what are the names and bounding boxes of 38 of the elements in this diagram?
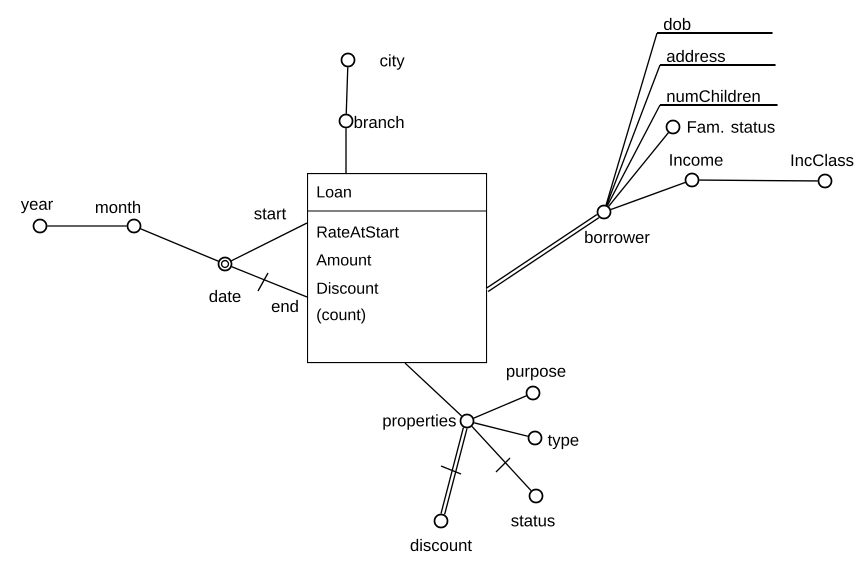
connector xyxy=(472,426,532,492)
connector xyxy=(605,32,658,206)
connector xyxy=(699,179,818,182)
connector xyxy=(345,128,347,173)
connector xyxy=(608,132,669,207)
edge-label: end xyxy=(270,298,300,314)
connector xyxy=(486,214,600,292)
attribute-label: IncClass xyxy=(792,154,854,166)
attribute-label: Fam. status xyxy=(688,121,775,133)
attribute-label: month xyxy=(96,200,140,214)
connector xyxy=(404,362,462,416)
attribute-label: properties xyxy=(383,414,456,430)
connector xyxy=(606,104,661,206)
connector xyxy=(346,67,348,114)
connector xyxy=(47,225,127,227)
connector xyxy=(140,228,218,262)
connector xyxy=(610,182,686,210)
connector xyxy=(231,222,308,262)
attribute-label: year xyxy=(20,200,53,214)
attribute-label: city xyxy=(380,54,405,70)
attribute-label: Income xyxy=(670,154,723,166)
fact-box: Loan RateAtStart Amount Discount (count) xyxy=(307,173,488,364)
edge-label: start xyxy=(252,207,288,221)
attribute-label: borrower xyxy=(585,230,650,244)
connector xyxy=(474,422,528,437)
attribute-label: discount xyxy=(410,538,472,552)
connector xyxy=(474,395,526,419)
descriptive-attribute: address xyxy=(660,50,776,66)
connector xyxy=(232,266,308,298)
attribute-label: date xyxy=(209,290,240,302)
descriptive-attribute: numChildren xyxy=(660,90,778,106)
attribute-label: status xyxy=(511,516,555,526)
descriptive-attribute: dob xyxy=(657,18,773,34)
connector xyxy=(606,64,661,206)
attribute-label: type xyxy=(548,434,578,450)
attribute-label: purpose xyxy=(506,368,566,380)
connector xyxy=(440,428,468,514)
attribute-label: branch xyxy=(354,116,404,128)
